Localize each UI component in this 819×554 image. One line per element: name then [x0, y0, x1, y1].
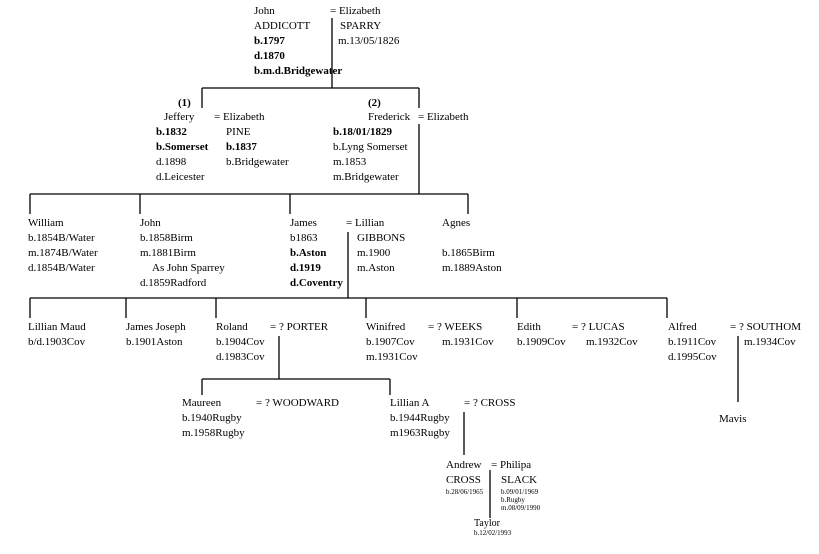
- person-edith: Edith b.1909Cov: [517, 321, 566, 348]
- spouse-elizabeth-sparry: = Elizabeth SPARRY m.13/05/1826: [330, 5, 400, 47]
- spouse-woodward: = ? WOODWARD: [256, 397, 339, 409]
- spouse-cross: = ? CROSS: [464, 397, 516, 409]
- person-agnes: Agnes b.1865Birm m.1889Aston: [442, 217, 502, 274]
- spouse-weeks: = ? WEEKS m.1931Cov: [428, 321, 494, 348]
- person-roland: Roland b.1904Cov d.1983Cov: [216, 321, 265, 363]
- marriage-marker-2: (2): [368, 97, 381, 109]
- person-maureen: Maureen b.1940Rugby m.1958Rugby: [182, 397, 245, 439]
- spouse-elizabeth: = Elizabeth: [418, 111, 469, 123]
- person-john-addicott: John ADDICOTT b.1797 d.1870 b.m.d.Bridge…: [254, 5, 343, 77]
- spouse-elizabeth-pine: = Elizabeth PINE b.1837 b.Bridgewater: [214, 111, 289, 168]
- marriage-marker-1: (1): [178, 97, 191, 109]
- person-lillian-a: Lillian A b.1944Rugby m1963Rugby: [390, 397, 450, 439]
- person-taylor: Taylor b.12/02/1993: [474, 518, 512, 537]
- person-lillian-maud: Lillian Maud b/d.1903Cov: [28, 321, 86, 348]
- person-james: James b1863 b.Aston d.1919 d.Coventry: [290, 217, 343, 289]
- spouse-philipa-slack: = Philipa SLACK b.09/01/1969 b.Rugby m.0…: [491, 459, 541, 512]
- person-william: William b.1854B/Water m.1874B/Water d.18…: [28, 217, 98, 274]
- person-andrew-cross: Andrew CROSS b.28/06/1965: [446, 459, 484, 496]
- spouse-southom: = ? SOUTHOM m.1934Cov: [730, 321, 801, 348]
- spouse-lillian-gibbons: = Lillian GIBBONS m.1900 m.Aston: [346, 217, 406, 274]
- person-frederick: Frederick b.18/01/1829 b.Lyng Somerset m…: [333, 111, 411, 183]
- person-alfred: Alfred b.1911Cov d.1995Cov: [668, 321, 717, 363]
- person-john: John b.1858Birm m.1881Birm As John Sparr…: [140, 217, 225, 289]
- spouse-porter: = ? PORTER: [270, 321, 329, 333]
- person-jeffery: Jeffery b.1832 b.Somerset d.1898 d.Leice…: [156, 111, 209, 183]
- person-winifred: Winifred b.1907Cov m.1931Cov: [366, 321, 418, 363]
- spouse-lucas: = ? LUCAS m.1932Cov: [572, 321, 638, 348]
- person-james-joseph: James Joseph b.1901Aston: [126, 321, 186, 348]
- person-mavis: Mavis: [719, 413, 747, 425]
